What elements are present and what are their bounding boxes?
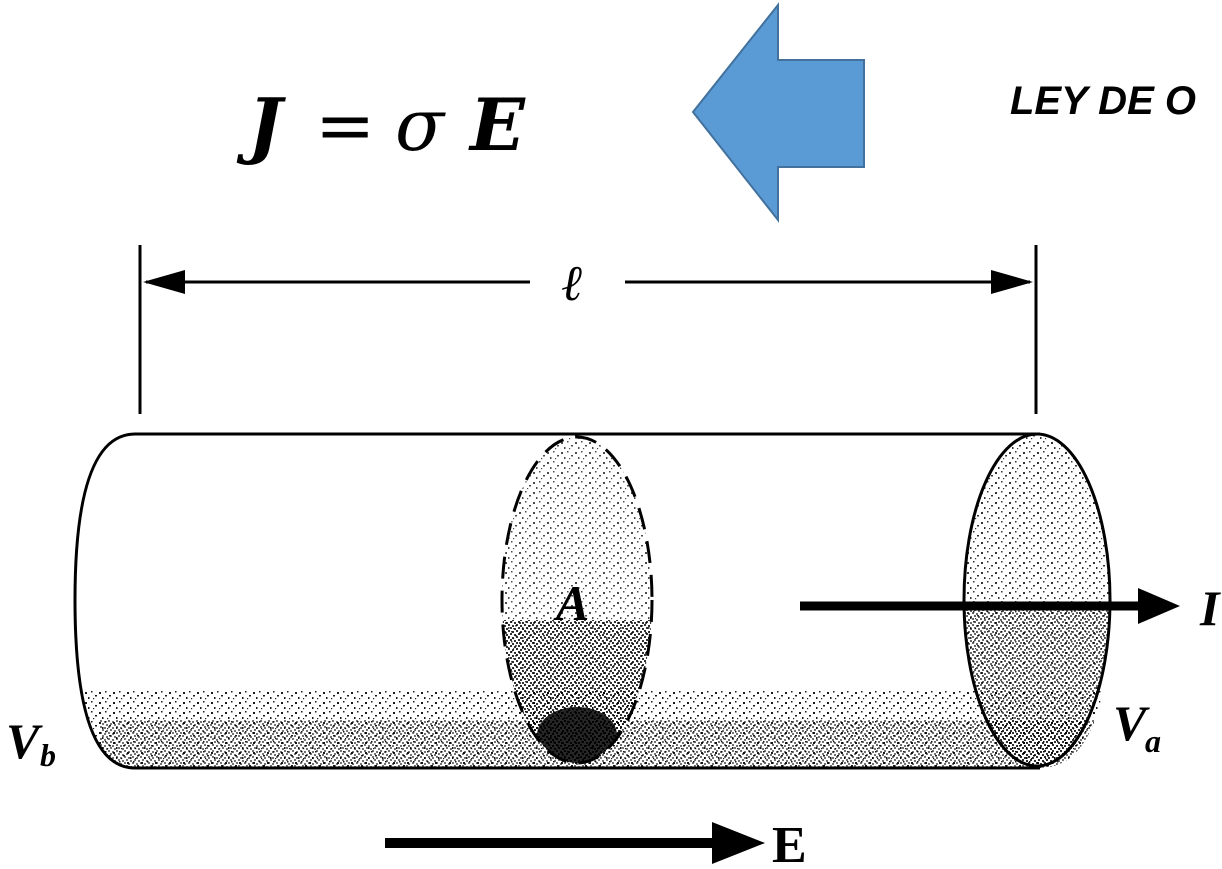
field-label: E [772,817,807,869]
potential-right-subscript: a [1145,723,1161,759]
potential-left-symbol: V [6,713,43,769]
current-label: I [1199,580,1221,636]
equation-sigma: σ [395,83,446,167]
equation-equals: = [315,83,375,167]
potential-right: V a [1113,695,1161,759]
left-arrow-icon [691,2,865,223]
area-label: A [553,575,589,631]
length-label: ℓ [562,255,583,311]
potential-right-symbol: V [1113,695,1150,751]
equation: J = σ E [236,82,526,167]
current-arrow [800,588,1180,624]
potential-left: V b [6,713,56,773]
length-dimension [138,245,1038,414]
equation-current-density: J [236,82,286,167]
potential-left-subscript: b [40,737,56,773]
field-arrow [385,822,765,864]
equation-field: E [468,82,526,167]
law-title: LEY DE O [1010,79,1196,123]
